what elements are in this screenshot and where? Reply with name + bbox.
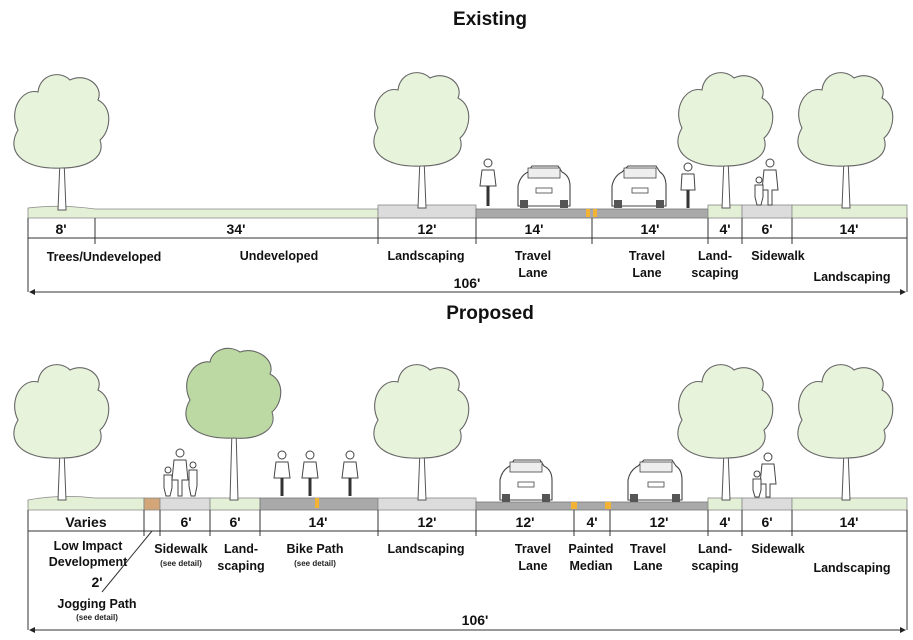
dimension-label: 4' [719,514,730,530]
segment-label: Lane [518,559,547,573]
pedestrian-icon [754,158,779,206]
total-width-label: 106' [454,275,481,291]
segment-label: Land- [698,542,732,556]
car-icon [627,459,683,502]
dimension-label: 14' [840,221,859,237]
segment-label: scaping [691,559,738,573]
segment-label: Travel [515,542,551,556]
dimension-label: 12' [650,514,669,530]
segment-note: (see detail) [160,559,202,568]
segment-label: Land- [224,542,258,556]
segment-note: (see detail) [76,613,118,622]
total-width-label: 106' [462,612,489,628]
dimension-label: 14' [525,221,544,237]
dimension-label: 12' [516,514,535,530]
dimension-label: 14' [309,514,328,530]
cyclist-icon [273,450,291,496]
tree-icon [677,72,774,209]
dimension-label: 2' [91,574,102,590]
dimension-label: 6' [761,514,772,530]
segment-label: Undeveloped [240,249,319,263]
existing-ground [27,204,908,219]
segment-label: Travel [515,249,551,263]
segment-label: Travel [629,249,665,263]
tree-icon [13,74,110,211]
tree-icon [677,364,774,501]
segment-label: scaping [217,559,264,573]
tree-icon [373,72,470,209]
dimension-label: 14' [641,221,660,237]
dimension-label: 34' [227,221,246,237]
dimension-label: 12' [418,514,437,530]
tree-icon [797,72,894,209]
tree-icon [185,347,282,501]
proposed-ground [27,496,908,511]
tree-icon [797,364,894,501]
segment-label: Low Impact [54,539,124,553]
dimension-label: 8' [55,221,66,237]
cyclist-icon [301,450,319,496]
cyclist-icon [341,450,359,496]
segment-label: Travel [630,542,666,556]
cyclist-icon [680,162,696,208]
segment-label: Painted [568,542,613,556]
segment-label: Lane [633,559,662,573]
segment-label: Lane [518,266,547,280]
tree-icon [373,364,470,501]
segment-label: Landscaping [387,542,464,556]
segment-label: Sidewalk [751,542,805,556]
car-icon [611,165,667,208]
segment-label: Lane [632,266,661,280]
segment-label: Sidewalk [154,542,208,556]
segment-label: Sidewalk [751,249,805,263]
segment-label: Median [569,559,612,573]
dimension-label: Varies [65,514,106,530]
car-icon [517,165,571,208]
proposed-title: Proposed [446,303,534,324]
segment-label: Development [49,555,128,569]
segment-label: Jogging Path [57,597,136,611]
dimension-label: 14' [840,514,859,530]
segment-label: Bike Path [287,542,344,556]
segment-label: Landscaping [387,249,464,263]
existing-dimension-line [27,218,908,295]
existing-title: Existing [453,9,527,30]
segment-label: scaping [691,266,738,280]
segment-label: Trees/Undeveloped [47,250,162,264]
dimension-label: 12' [418,221,437,237]
segment-label: Land- [698,249,732,263]
tree-icon [13,364,110,501]
segment-note: (see detail) [294,559,336,568]
dimension-label: 6' [761,221,772,237]
dimension-label: 4' [719,221,730,237]
car-icon [499,459,553,502]
segment-label: Landscaping [813,270,890,284]
pedestrian-icon [163,448,198,497]
dimension-label: 4' [586,514,597,530]
cyclist-icon [479,158,497,206]
segment-label: Landscaping [813,561,890,575]
dimension-label: 6' [180,514,191,530]
pedestrian-icon [752,452,777,498]
proposed-dimension-line [27,510,908,633]
dimension-label: 6' [229,514,240,530]
